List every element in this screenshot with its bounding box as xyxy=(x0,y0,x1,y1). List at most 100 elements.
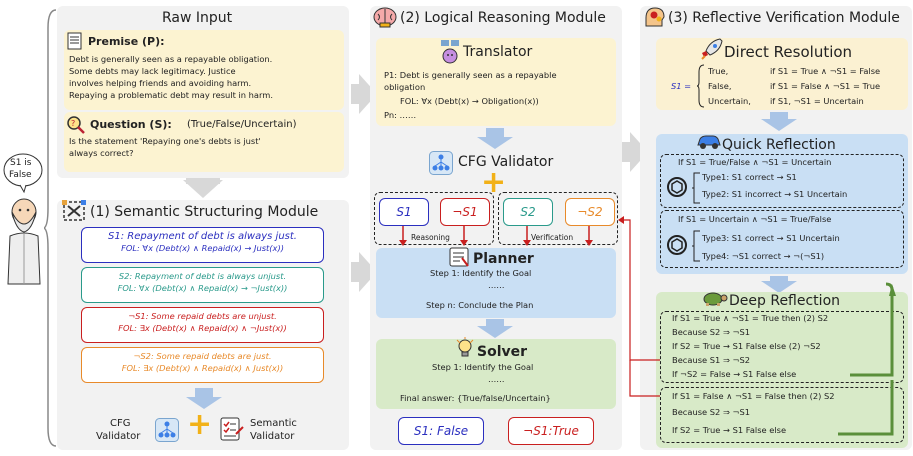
deep-b-line-3: If S2 = True → S1 False else xyxy=(672,425,787,435)
left-brace xyxy=(42,8,58,452)
openai-icon-b xyxy=(666,234,688,260)
planner-down-arrow xyxy=(477,326,513,338)
deep-b-line-1: If S1 = False ∧ ¬S1 = False then (2) S2 xyxy=(672,391,835,401)
rocket-icon xyxy=(700,37,724,65)
quick-box xyxy=(656,134,908,274)
head-gears-icon xyxy=(642,6,666,32)
cfg-label-1: CFG xyxy=(110,418,131,429)
quick-a-type1: Type1: S1 correct → S1 xyxy=(702,172,797,182)
sem-label-2: Validator xyxy=(250,431,295,442)
ns2-fol: FOL: ∃x (Debt(x) ∧ Repaid(x) ∧ Just(x)) xyxy=(121,362,284,373)
quick-group-b xyxy=(660,210,904,268)
s1-head: S1: Repayment of debt is always just. xyxy=(108,231,297,242)
quick-b-type4: Type4: ¬S1 correct → ¬(¬S1) xyxy=(702,251,825,261)
turtle-icon xyxy=(700,288,728,312)
premise-line-2: Some debts may lack legitimacy. Justice xyxy=(69,66,236,76)
deep-group-b xyxy=(660,387,904,443)
deep-b-line-2: Because S2 ⇒ ¬S1 xyxy=(672,407,751,417)
result-ns1-box: ¬S1:True xyxy=(508,417,594,445)
solver-line-3: Final answer: {True/false/Uncertain} xyxy=(400,393,551,403)
chip-ns2: ¬S2 xyxy=(565,198,615,226)
chip-s2: S2 xyxy=(503,198,553,226)
brain-icon xyxy=(372,6,398,32)
translator-down-arrow xyxy=(477,137,513,149)
planner-line-3: Step n: Conclude the Plan xyxy=(426,300,534,310)
chip-s1: S1 xyxy=(379,198,429,226)
planner-down-shaft xyxy=(486,319,504,327)
translator-icon xyxy=(438,39,462,69)
direct-row-1-cond: if S1 = True ∧ ¬S1 = False xyxy=(770,66,881,76)
planner-line-2: …… xyxy=(488,280,505,290)
quick-a-brace xyxy=(692,172,702,208)
deep-a-line-4: Because S1 ⇒ ¬S2 xyxy=(672,355,751,365)
s1-fol: FOL: ∀x (Debt(x) ∧ Repaid(x) → Just(x)) xyxy=(121,242,284,253)
verification-label: Verification xyxy=(531,233,574,242)
s1-box: S1: Repayment of debt is always just. FO… xyxy=(81,227,324,263)
quick-b-brace xyxy=(692,230,702,266)
translator-down-shaft xyxy=(486,128,504,138)
question-line-1: Is the statement 'Repaying one's debts i… xyxy=(69,136,261,146)
premise-line-1: Debt is generally seen as a repayable ob… xyxy=(69,54,273,64)
ns2-box: ¬S2: Some repaid debts are just. FOL: ∃x… xyxy=(81,347,324,383)
direct-row-1-val: True, xyxy=(708,66,729,76)
direct-down-arrow xyxy=(761,119,797,131)
magnifier-question-icon: ? xyxy=(66,115,86,139)
ns2-head: ¬S2: Some repaid debts are just. xyxy=(133,351,272,361)
premise-box xyxy=(64,30,344,110)
logical-title: (2) Logical Reasoning Module xyxy=(400,10,606,26)
planner-line-1: Step 1: Identify the Goal xyxy=(430,268,532,278)
solver-box xyxy=(376,339,616,409)
quick-b-cond: If S1 = Uncertain ∧ ¬S1 = True/False xyxy=(678,214,832,224)
result-s1-box: S1: False xyxy=(398,417,484,445)
quick-group-a xyxy=(660,154,904,208)
reasoning-label: Reasoning xyxy=(411,233,450,242)
deep-a-line-1: If S1 = True ∧ ¬S1 = True then (2) S2 xyxy=(672,313,829,323)
openai-icon-a xyxy=(666,176,688,202)
chip-ns1: ¬S1 xyxy=(440,198,490,226)
premise-label: Premise (P): xyxy=(88,35,165,48)
speech-line-1: S1 is xyxy=(10,158,32,168)
quick-title: Quick Reflection xyxy=(722,137,836,153)
quick-b-type3: Type3: S1 correct → S1 Uncertain xyxy=(702,233,840,243)
deep-a-line-3: If S2 = True → S1 False else (2) ¬S2 xyxy=(672,341,821,351)
raw-input-title: Raw Input xyxy=(162,10,233,26)
tree-icon xyxy=(155,418,179,446)
raw-down-arrow xyxy=(183,176,223,204)
s2-box: S2: Repayment of debt is always unjust. … xyxy=(81,267,324,303)
translator-line-4: Pn: …… xyxy=(384,110,417,120)
col2-right-arrow-shaft xyxy=(622,142,630,162)
translator-box xyxy=(376,38,616,126)
quick-a-cond: If S1 = True/False ∧ ¬S1 = Uncertain xyxy=(678,157,832,167)
question-box xyxy=(64,112,344,172)
cfg-validator-label: CFG Validator xyxy=(458,154,554,170)
ns1-fol: FOL: ∃x (Debt(x) ∧ Repaid(x) ∧ ¬Just(x)) xyxy=(118,322,287,333)
planner-icon xyxy=(448,246,470,272)
quick-down-arrow xyxy=(761,281,797,293)
translator-line-1: P1: Debt is generally seen as a repayabl… xyxy=(384,70,557,80)
solver-icon xyxy=(454,337,476,363)
col1-right-arrow-shaft-b xyxy=(351,262,359,282)
solver-line-2: …… xyxy=(488,374,505,384)
translator-title: Translator xyxy=(463,44,533,60)
deep-a-line-5: If ¬S2 = False → S1 False else xyxy=(672,369,797,379)
question-options: (True/False/Uncertain) xyxy=(187,119,297,130)
cfg-tree-icon xyxy=(429,151,453,179)
translator-line-2: obligation xyxy=(384,82,426,92)
translator-line-3: FOL: ∀x (Debt(x) → Obligation(x)) xyxy=(400,96,539,106)
s2-fol: FOL: ∀x (Debt(x) ∧ Repaid(x) → ¬Just(x)) xyxy=(117,282,288,293)
direct-row-3-cond: if S1, ¬S1 = Uncertain xyxy=(770,96,864,106)
quick-down-shaft xyxy=(770,276,788,282)
svg-text:?: ? xyxy=(71,119,75,128)
direct-brace xyxy=(696,64,705,112)
question-line-2: always correct? xyxy=(69,148,134,158)
direct-down-shaft xyxy=(770,112,788,120)
verification-dashed-group xyxy=(498,192,618,245)
semantic-down-arrow-shaft xyxy=(195,388,213,398)
cfg-label-2: Validator xyxy=(96,431,141,442)
structure-icon xyxy=(62,198,88,226)
direct-box xyxy=(656,38,908,110)
quick-a-type2: Type2: S1 incorrect → S1 Uncertain xyxy=(702,189,848,199)
deep-a-line-2: Because S2 ⇒ ¬S1 xyxy=(672,327,751,337)
semantic-plus: + xyxy=(187,407,213,442)
speech-bubble xyxy=(2,152,44,198)
